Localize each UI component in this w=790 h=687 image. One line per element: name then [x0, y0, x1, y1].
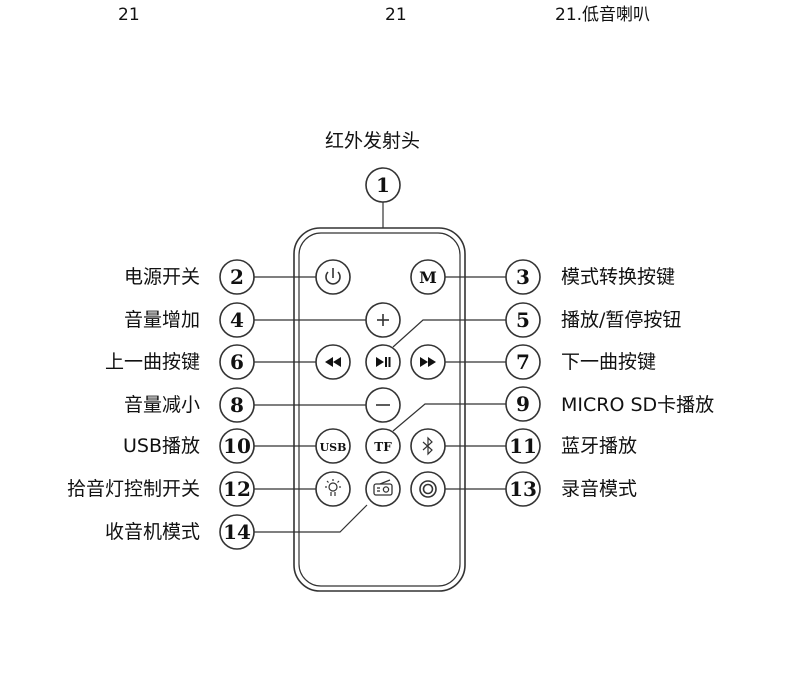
svg-text:7: 7 [516, 350, 530, 374]
plus-icon [377, 314, 389, 326]
label-5: 播放/暂停按钮 [561, 309, 682, 331]
svg-text:1: 1 [376, 173, 390, 197]
callout-11: 11 [505, 428, 541, 464]
record-icon [419, 480, 437, 498]
callout-2: 2 [219, 259, 255, 295]
callout-4: 4 [219, 302, 255, 338]
next-button [410, 344, 446, 380]
usb-button: USB [315, 428, 351, 464]
power-icon [325, 268, 341, 285]
remote-body-inner [298, 232, 461, 587]
svg-text:USB: USB [320, 441, 347, 454]
remote-body-outer [293, 227, 466, 592]
svg-text:5: 5 [516, 308, 530, 332]
radio-button [365, 471, 401, 507]
header-center: 21 [385, 5, 407, 25]
label-12: 拾音灯控制开关 [66, 478, 200, 500]
record-button [410, 471, 446, 507]
callout-8: 8 [219, 387, 255, 423]
power-button [315, 259, 351, 295]
callout-9: 9 [505, 386, 541, 422]
svg-text:2: 2 [230, 265, 244, 289]
svg-text:M: M [419, 268, 437, 287]
label-7: 下一曲按键 [561, 351, 657, 373]
tf-button: TF [365, 428, 401, 464]
label-6: 上一曲按键 [104, 351, 200, 373]
bluetooth-icon [422, 436, 433, 456]
callout-12: 12 [219, 471, 255, 507]
label-10: USB播放 [122, 435, 200, 457]
label-4: 音量增加 [123, 309, 200, 331]
mode-button: M [410, 259, 446, 295]
callout-6: 6 [219, 344, 255, 380]
svg-text:11: 11 [509, 434, 537, 458]
callout-14: 14 [219, 514, 255, 550]
header-right: 21.低音喇叭 [555, 5, 651, 25]
volume-down-button [365, 387, 401, 423]
svg-text:TF: TF [374, 440, 392, 454]
callout-7: 7 [505, 344, 541, 380]
previous-button [315, 344, 351, 380]
callout-5: 5 [505, 302, 541, 338]
volume-up-button [365, 302, 401, 338]
label-3: 模式转换按键 [561, 266, 676, 288]
light-bulb-icon [325, 479, 341, 496]
svg-text:9: 9 [516, 392, 530, 416]
light-button [315, 471, 351, 507]
svg-text:6: 6 [230, 350, 244, 374]
diagram-title: 红外发射头 [325, 130, 421, 152]
label-14: 收音机模式 [104, 521, 200, 543]
svg-text:13: 13 [509, 477, 537, 501]
label-11: 蓝牙播放 [561, 435, 638, 457]
label-13: 录音模式 [561, 478, 638, 500]
callout-13: 13 [505, 471, 541, 507]
rewind-icon [325, 357, 341, 367]
svg-text:14: 14 [223, 520, 251, 544]
fast-forward-icon [420, 357, 436, 367]
play-pause-button [365, 344, 401, 380]
svg-text:10: 10 [223, 434, 251, 458]
callout-1: 1 [365, 167, 401, 203]
svg-text:4: 4 [230, 308, 244, 332]
callout-3: 3 [505, 259, 541, 295]
svg-text:12: 12 [223, 477, 251, 501]
label-9: MICRO SD卡播放 [561, 394, 715, 416]
callout-10: 10 [219, 428, 255, 464]
label-2: 电源开关 [123, 266, 200, 288]
svg-text:8: 8 [230, 393, 244, 417]
header-left: 21 [118, 5, 140, 25]
radio-icon [373, 479, 393, 496]
leader-lines [254, 202, 506, 533]
play-pause-icon [376, 357, 391, 367]
label-8: 音量减小 [123, 394, 200, 416]
bluetooth-button [410, 428, 446, 464]
svg-text:3: 3 [516, 265, 530, 289]
